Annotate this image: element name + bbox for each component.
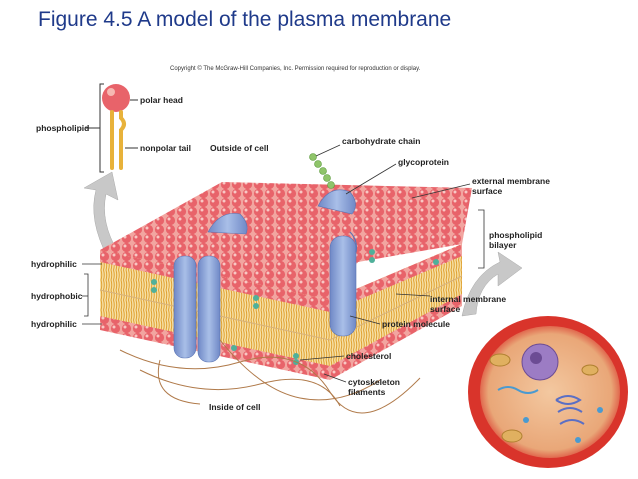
label-protein-molecule: protein molecule	[382, 319, 451, 329]
cholesterol-molecules	[151, 249, 439, 365]
label-phospholipid-bilayer: phospholipid bilayer	[489, 230, 542, 250]
label-internal-membrane-surface: internal membrane surface	[430, 294, 506, 314]
cell-illustration	[468, 316, 628, 468]
zoom-arrow-left	[83, 171, 119, 259]
label-carbohydrate-chain: carbohydrate chain	[342, 136, 421, 146]
protein-molecules	[173, 189, 357, 363]
label-polar-head: polar head	[140, 95, 183, 105]
phospholipid-icon	[102, 84, 130, 170]
label-bilayer-line1: phospholipid	[489, 230, 543, 240]
zoom-arrow-right	[461, 251, 523, 317]
label-external-membrane-line1: external membrane	[472, 176, 550, 186]
label-nonpolar-tail: nonpolar tail	[140, 143, 191, 153]
label-cytoskeleton-line1: cytoskeleton	[348, 377, 400, 387]
label-internal-membrane-line2: surface	[430, 304, 461, 314]
label-external-membrane-surface: external membrane surface	[472, 176, 550, 196]
label-phospholipid: phospholipid	[36, 123, 90, 133]
label-inside-of-cell: Inside of cell	[209, 402, 261, 412]
cytoskeleton-filaments	[119, 339, 421, 414]
leader-lines	[82, 144, 485, 383]
copyright-notice: Copyright © The McGraw-Hill Companies, I…	[170, 66, 421, 72]
label-cytoskeleton-filaments: cytoskeleton filaments	[348, 377, 400, 397]
figure-title: Figure 4.5 A model of the plasma membran…	[38, 8, 452, 31]
label-hydrophilic-top: hydrophilic	[31, 259, 77, 269]
label-glycoprotein: glycoprotein	[398, 157, 450, 167]
label-cholesterol: cholesterol	[346, 351, 392, 361]
label-internal-membrane-line1: internal membrane	[430, 294, 507, 304]
label-hydrophilic-bottom: hydrophilic	[31, 319, 77, 329]
label-bilayer-line2: bilayer	[489, 240, 517, 250]
label-outside-of-cell: Outside of cell	[210, 143, 269, 153]
label-hydrophobic: hydrophobic	[31, 291, 83, 301]
carbohydrate-chain	[309, 153, 335, 189]
label-cytoskeleton-line2: filaments	[348, 387, 386, 397]
label-external-membrane-line2: surface	[472, 186, 503, 196]
